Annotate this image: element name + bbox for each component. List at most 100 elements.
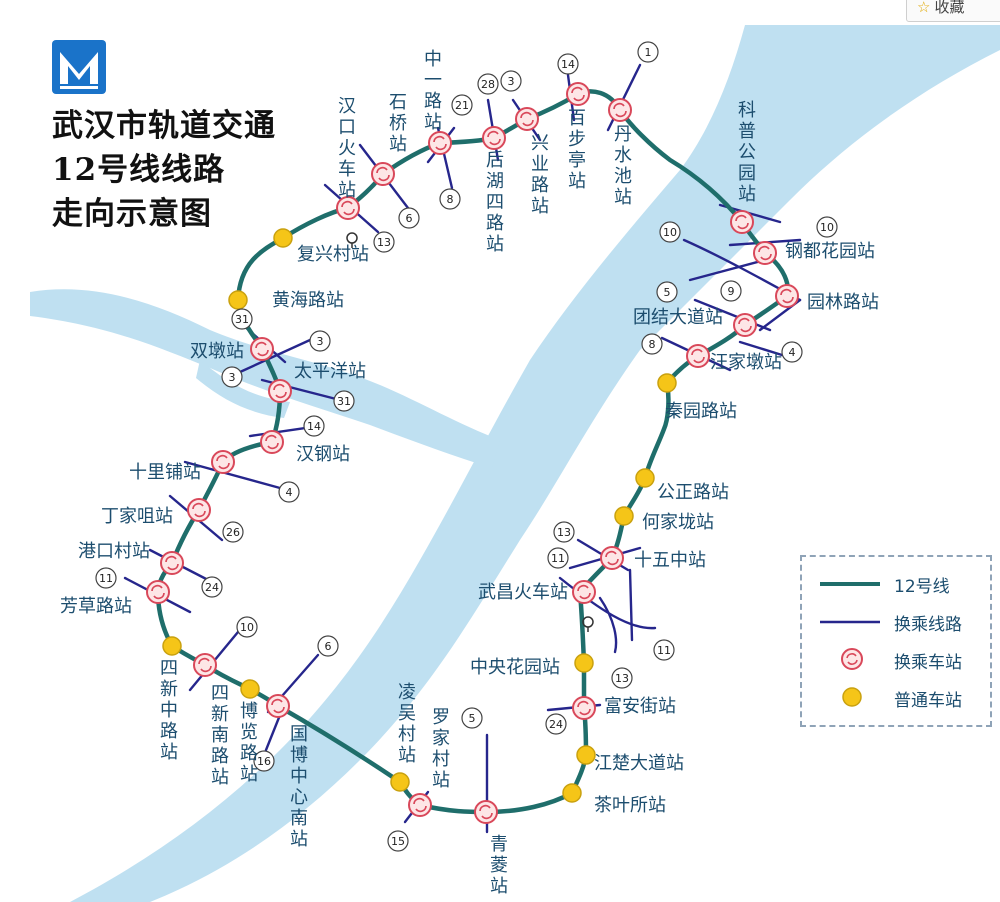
favorite-button[interactable]: ☆收藏 <box>906 0 1000 22</box>
transfer-arrows-icon <box>520 111 534 127</box>
station-label: 汉钢站 <box>296 444 350 465</box>
line-badge: 14 <box>303 415 325 437</box>
station-label: 十里铺站 <box>129 462 201 483</box>
line-badge: 13 <box>611 667 633 689</box>
line-badge-number: 26 <box>226 526 240 539</box>
transfer-station-marker <box>160 551 184 575</box>
station-hejialong <box>614 506 634 526</box>
normal-station-marker <box>574 653 594 673</box>
legend-item-normal-station: 普通车站 <box>802 683 988 711</box>
station-xingye-road <box>515 107 539 131</box>
line-badge-circle <box>222 521 244 543</box>
station-fuan-street <box>572 696 596 720</box>
railway-icon <box>346 232 358 244</box>
line-badge-number: 5 <box>469 712 476 725</box>
line-badge-number: 3 <box>229 371 236 384</box>
transfer-station-marker <box>474 800 498 824</box>
legend-label-line12: 12号线 <box>894 577 950 597</box>
transfer-station-marker <box>572 580 596 604</box>
normal-station-marker <box>657 373 677 393</box>
transfer-station-marker <box>146 580 170 604</box>
station-wuchang-railway <box>572 580 596 632</box>
line-badge-number: 10 <box>663 226 677 239</box>
han-river <box>30 289 500 468</box>
station-jiangchu-avenue <box>576 745 596 765</box>
line-badge-number: 13 <box>615 672 629 685</box>
line-badge-circle <box>500 70 522 92</box>
station-tuanjie-avenue <box>733 313 757 337</box>
yangtze-river <box>70 25 1000 902</box>
station-label: 国博中心南站 <box>290 724 308 850</box>
transfer-arrows-icon <box>255 341 269 357</box>
line-badge-number: 14 <box>561 58 575 71</box>
transfer-station-marker <box>268 379 292 403</box>
normal-station-marker <box>228 290 248 310</box>
legend: 12号线 换乘线路 换乘车站 普通车站 <box>800 555 992 727</box>
station-zhongyi-road <box>428 131 452 155</box>
line-badge-number: 5 <box>664 286 671 299</box>
transfer-arrows-icon <box>780 288 794 304</box>
line-badge: 14 <box>557 53 579 75</box>
line-badge-number: 31 <box>337 395 351 408</box>
transfer-arrows-icon <box>265 434 279 450</box>
station-shiqiao <box>371 162 395 186</box>
transfer-arrows-icon <box>487 130 501 146</box>
line-badge-number: 1 <box>645 46 652 59</box>
station-label: 太平洋站 <box>294 361 366 382</box>
transfer-station-marker <box>608 98 632 122</box>
station-label: 复兴村站 <box>297 244 369 265</box>
line-badge-number: 8 <box>649 338 656 351</box>
station-labels-layer: 汉口火车站石桥站中一路站后湖四路站兴业路站百步亭站丹水池站科普公园站钢都花园站园… <box>60 49 879 897</box>
line-badge: 10 <box>659 221 681 243</box>
transfer-arrows-icon <box>376 166 390 182</box>
station-science-park <box>730 210 754 234</box>
station-label: 博览路站 <box>240 701 258 785</box>
station-gangdu-garden <box>753 241 777 265</box>
star-icon: ☆ <box>917 0 931 16</box>
station-label: 芳草路站 <box>60 596 132 617</box>
line-badge-circle <box>557 53 579 75</box>
transfer-arrows-icon <box>758 245 772 261</box>
station-label: 四新南路站 <box>211 683 229 788</box>
transfer-arrows-icon <box>735 214 749 230</box>
line-badge-circle <box>317 635 339 657</box>
line-badge-number: 11 <box>657 644 671 657</box>
transfer-station-marker <box>193 653 217 677</box>
transfer-arrows-icon <box>577 700 591 716</box>
line-badge: 5 <box>656 281 678 303</box>
station-hankou-railway <box>336 196 360 248</box>
line-badge-circle <box>398 207 420 229</box>
line-badge-circle <box>231 308 253 330</box>
normal-station-icon <box>842 687 862 707</box>
transfer-line-13-wuchang <box>598 596 618 654</box>
line-badge-number: 6 <box>406 212 413 225</box>
station-label: 中一路站 <box>424 49 442 133</box>
line-badge-circle <box>451 94 473 116</box>
river-layer <box>30 25 1000 902</box>
line-badge: 10 <box>236 616 258 638</box>
transfer-station-marker <box>775 284 799 308</box>
line-badge-number: 4 <box>286 486 293 499</box>
station-expo-road <box>240 679 260 699</box>
normal-station-marker <box>576 745 596 765</box>
line-badge: 24 <box>545 713 567 735</box>
line-badge-number: 6 <box>325 640 332 653</box>
transfer-arrows-icon <box>479 804 493 820</box>
line-badge: 5 <box>461 707 483 729</box>
station-label: 江楚大道站 <box>594 753 684 774</box>
transfer-station-marker <box>572 696 596 720</box>
line-badge-number: 8 <box>447 193 454 206</box>
transfer-arrows-icon <box>341 200 355 216</box>
line-badge-number: 4 <box>789 346 796 359</box>
line-badge: 6 <box>398 207 420 229</box>
station-label: 丹水池站 <box>614 124 632 208</box>
transfer-arrows-icon <box>433 135 447 151</box>
line-badge-number: 14 <box>307 420 321 433</box>
transfer-station-marker <box>408 793 432 817</box>
line-badge-circle <box>547 547 569 569</box>
station-central-garden <box>574 653 594 673</box>
station-label: 富安街站 <box>604 696 676 717</box>
transfer-line-11-wuchang <box>558 576 657 630</box>
station-fuxingcun <box>273 228 293 248</box>
transfer-arrows-icon <box>571 86 585 102</box>
